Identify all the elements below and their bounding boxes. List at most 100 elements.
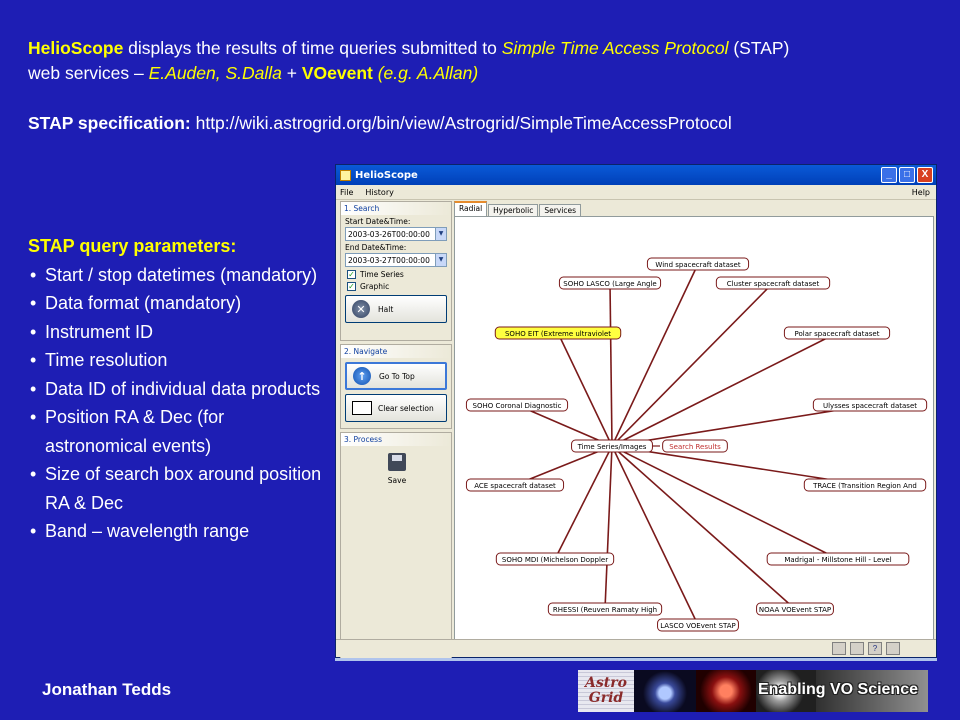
graph-center-node[interactable]: Time Series/Images xyxy=(571,439,653,453)
tab-hyperbolic[interactable]: Hyperbolic xyxy=(488,204,539,216)
search-results-node[interactable]: Search Results xyxy=(662,439,728,453)
spec-url[interactable]: http://wiki.astrogrid.org/bin/view/Astro… xyxy=(190,113,732,133)
end-date-label: End Date&Time: xyxy=(345,243,407,252)
param-item: Start / stop datetimes (mandatory) xyxy=(28,261,328,290)
helioscope-window: HelioScope _ □ X File History Help 1. Se… xyxy=(335,164,937,660)
param-item: Instrument ID xyxy=(28,318,328,347)
graph-node-box xyxy=(465,398,569,412)
maximize-button[interactable]: □ xyxy=(899,167,915,183)
halt-icon: ✕ xyxy=(352,300,370,318)
end-date-field[interactable]: 2003-03-27T00:00:00 ▼ xyxy=(345,253,447,267)
intro-text-2: (STAP) xyxy=(728,38,790,58)
spec-label: STAP specification: xyxy=(28,113,191,133)
graph-node-box xyxy=(783,326,891,340)
save-button[interactable]: Save xyxy=(381,453,413,485)
start-date-value: 2003-03-26T00:00:00 xyxy=(348,229,430,239)
graph-node-box xyxy=(657,618,739,632)
status-bar: ? xyxy=(336,639,936,657)
halt-button[interactable]: ✕Halt xyxy=(345,295,447,323)
intro-text-1: displays the results of time queries sub… xyxy=(123,38,502,58)
help-icon[interactable]: ? xyxy=(868,642,882,655)
right-pane: Radial Hyperbolic Services Wind spacecra… xyxy=(454,201,934,641)
menu-file[interactable]: File xyxy=(340,187,354,197)
graphic-checkbox[interactable]: ✓Graphic xyxy=(341,279,451,291)
graph-edge xyxy=(611,445,839,560)
graph-node[interactable]: Cluster spacecraft dataset xyxy=(715,276,831,290)
menu-bar: File History Help xyxy=(336,185,936,200)
end-date-value: 2003-03-27T00:00:00 xyxy=(348,255,430,265)
graph-node-box xyxy=(547,602,663,616)
time-series-checkbox[interactable]: ✓Time Series xyxy=(341,267,451,279)
graph-node-box xyxy=(571,439,653,453)
minimize-button[interactable]: _ xyxy=(881,167,897,183)
tab-radial[interactable]: Radial xyxy=(454,201,488,216)
close-button[interactable]: X xyxy=(917,167,933,183)
graph-node[interactable]: Ulysses spacecraft dataset xyxy=(812,398,928,412)
graph-node-box xyxy=(646,257,750,271)
title-bar[interactable]: HelioScope _ □ X xyxy=(336,165,936,185)
graph-edge xyxy=(611,404,871,447)
tagline: Enabling VO Science xyxy=(757,681,918,698)
view-tabs: Radial Hyperbolic Services xyxy=(454,201,934,216)
sun-image xyxy=(696,670,756,712)
graph-node-box xyxy=(803,478,927,492)
graph-node[interactable]: Polar spacecraft dataset xyxy=(783,326,891,340)
graph-node[interactable]: SOHO MDI (Michelson Doppler xyxy=(495,552,615,566)
graph-node-box xyxy=(756,602,834,616)
graph-edge xyxy=(557,332,613,447)
graph-node[interactable]: ACE spacecraft dataset xyxy=(465,478,565,492)
graph-edge xyxy=(611,282,774,447)
graph-node-box xyxy=(715,276,831,290)
chevron-down-icon[interactable]: ▼ xyxy=(435,254,446,266)
intro-eg: (e.g. A.Allan) xyxy=(372,63,479,83)
floppy-disk-icon xyxy=(388,453,406,471)
graph-node[interactable]: LASCO VOEvent STAP xyxy=(657,618,739,632)
menu-history[interactable]: History xyxy=(365,187,394,197)
process-panel-title: 3. Process xyxy=(341,433,451,446)
start-date-field[interactable]: 2003-03-26T00:00:00 ▼ xyxy=(345,227,447,241)
graph-node[interactable]: SOHO EIT (Extreme ultraviolet xyxy=(494,326,622,340)
param-item: Data format (mandatory) xyxy=(28,289,328,318)
selection-box-icon xyxy=(352,401,372,415)
graph-node[interactable]: SOHO Coronal Diagnostic xyxy=(465,398,569,412)
window-title: HelioScope xyxy=(355,169,418,181)
graphic-label: Graphic xyxy=(360,282,390,291)
arrow-up-icon: ↑ xyxy=(353,367,371,385)
graph-node-label: NOAA VOEvent STAP xyxy=(759,606,831,614)
chevron-down-icon[interactable]: ▼ xyxy=(435,228,446,240)
spec-line: STAP specification: http://wiki.astrogri… xyxy=(28,111,938,136)
graph-node[interactable]: TRACE (Transition Region And xyxy=(803,478,927,492)
graph-node[interactable]: RHESSI (Reuven Ramaty High xyxy=(547,602,663,616)
save-label: Save xyxy=(387,476,407,485)
intro-plus: + xyxy=(281,63,302,83)
clear-selection-button[interactable]: Clear selection xyxy=(345,394,447,422)
telescope-image xyxy=(756,670,816,712)
params-list: Start / stop datetimes (mandatory) Data … xyxy=(28,261,328,546)
navigate-panel: 2. Navigate ↑Go To Top Clear selection xyxy=(340,344,452,429)
intro-brand: HelioScope xyxy=(28,38,124,58)
tab-services[interactable]: Services xyxy=(539,204,581,216)
logo-text-1: Astro xyxy=(585,675,627,691)
go-to-top-button[interactable]: ↑ Go To Top xyxy=(345,362,447,390)
graph-node[interactable]: Wind spacecraft dataset xyxy=(646,257,750,271)
graph-node-box xyxy=(465,478,565,492)
status-indicator xyxy=(850,642,864,655)
stap-params: STAP query parameters: Start / stop date… xyxy=(28,232,328,546)
graph-node[interactable]: NOAA VOEvent STAP xyxy=(756,602,834,616)
go-to-top-label: Go To Top xyxy=(379,371,415,381)
graph-node-label: SOHO EIT (Extreme ultraviolet xyxy=(505,330,611,338)
graph-node[interactable]: SOHO LASCO (Large Angle xyxy=(558,276,662,290)
params-title: STAP query parameters: xyxy=(28,236,237,256)
graph-edge xyxy=(611,445,796,610)
param-item: Data ID of individual data products xyxy=(28,375,328,404)
menu-help[interactable]: Help xyxy=(911,187,930,197)
graph-node-label: LASCO VOEvent STAP xyxy=(660,622,736,630)
clear-selection-label: Clear selection xyxy=(378,403,434,413)
graph-edge xyxy=(611,445,699,626)
intro-authors: E.Auden, S.Dalla xyxy=(148,63,282,83)
intro-voevent: VOevent xyxy=(301,63,373,83)
graph-node[interactable]: Madrigal - Millstone Hill - Level xyxy=(766,552,910,566)
search-panel: 1. Search Start Date&Time: 2003-03-26T00… xyxy=(340,201,452,341)
